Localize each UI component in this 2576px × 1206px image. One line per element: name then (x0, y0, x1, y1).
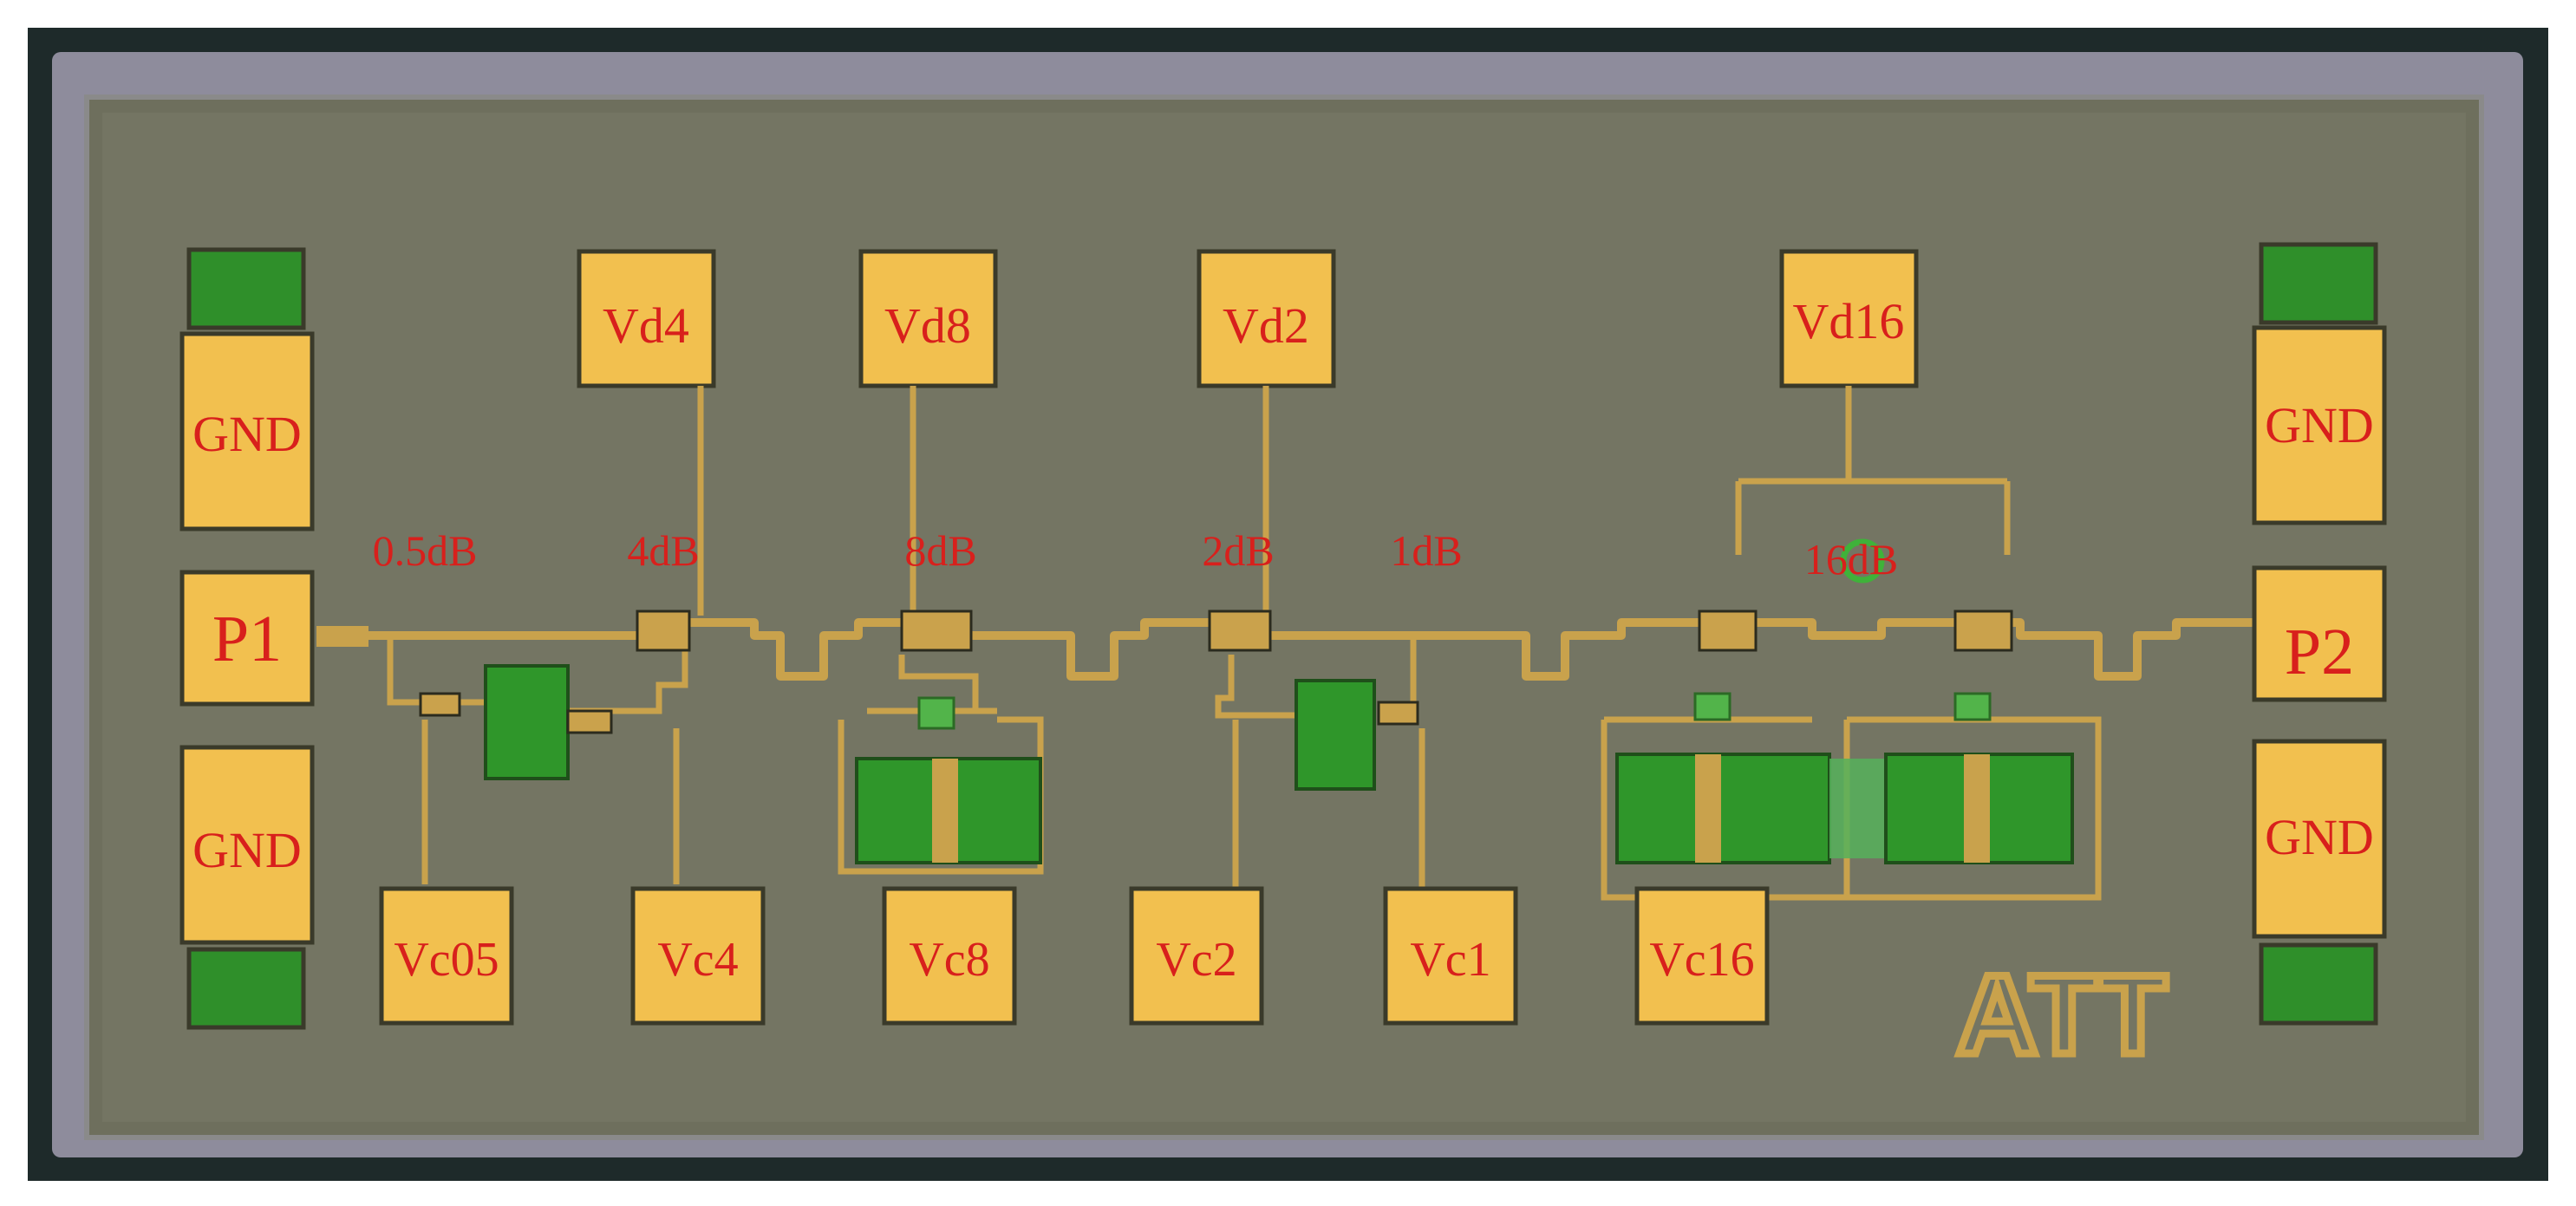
vd4-label: Vd4 (603, 297, 689, 354)
fet-8db-series (900, 610, 973, 652)
vc8-pad[interactable] (882, 886, 1017, 1026)
vd8-label: Vd8 (884, 297, 971, 354)
vc2-pad[interactable] (1129, 886, 1264, 1026)
vc2-label: Vc2 (1156, 933, 1236, 987)
stage-label-16db: 16dB (1804, 535, 1898, 583)
port-p2-pad[interactable] (2252, 565, 2387, 702)
vd2-pad[interactable] (1197, 249, 1336, 388)
spiral-inductor (1840, 538, 1885, 583)
fet-4db-shunt (566, 709, 613, 734)
gnd-pad-right-top[interactable] (2252, 325, 2387, 525)
gnd-via-left-top (186, 247, 306, 330)
vd16-pad[interactable] (1779, 249, 1919, 388)
att-logo: ATT (1956, 951, 2167, 1078)
vd2-label: Vd2 (1223, 297, 1309, 354)
port-p1-label: P1 (212, 603, 282, 675)
fet-05db (419, 692, 461, 717)
vc4-pad[interactable] (630, 886, 766, 1026)
gnd-label-left-top: GND (192, 406, 302, 462)
stage-label-1db: 1dB (1390, 526, 1462, 575)
fet-16db-series-right (1953, 610, 2013, 652)
gnd-via-right-bottom (2259, 942, 2378, 1026)
port-p1-pad[interactable] (179, 570, 315, 707)
gnd-label-right-bottom: GND (2265, 809, 2374, 865)
stage-8db (838, 610, 1044, 875)
stage-label-8db: 8dB (904, 526, 976, 575)
gnd-pad-right-bottom[interactable] (2252, 739, 2387, 939)
vd4-pad[interactable] (577, 249, 716, 388)
stage-label-2db: 2dB (1202, 526, 1274, 575)
vd16-label: Vd16 (1793, 293, 1905, 349)
gnd-via-right-top (2259, 242, 2378, 325)
vd16-trace (1735, 386, 2011, 555)
vc8-label: Vc8 (909, 933, 989, 987)
vc1-pad[interactable] (1383, 886, 1518, 1026)
port-p2-label: P2 (2285, 616, 2354, 688)
stage-label-4db: 4dB (627, 526, 699, 575)
vc05-label: Vc05 (394, 933, 499, 987)
vc4-label: Vc4 (657, 933, 738, 987)
stage-05-4 (387, 610, 691, 884)
resistor-16db-left (1615, 753, 1831, 864)
vc16-pad[interactable] (1634, 886, 1770, 1026)
fet-16db-series-left (1698, 610, 1758, 652)
resistor-05db (484, 664, 570, 780)
resistor-2db-1db (1295, 679, 1376, 791)
stage-label-05db: 0.5dB (373, 526, 478, 575)
gnd-label-right-top: GND (2265, 397, 2374, 453)
stage-2-1 (1208, 610, 1425, 889)
fet-1db (1377, 701, 1419, 726)
vc16-label: Vc16 (1649, 933, 1754, 987)
vd8-pad[interactable] (858, 249, 998, 388)
gnd-label-left-bottom: GND (192, 822, 302, 878)
fet-2db-series (1208, 610, 1272, 652)
vc1-label: Vc1 (1410, 933, 1490, 987)
gnd-pad-left-bottom[interactable] (179, 745, 315, 945)
fet-4db-series (636, 610, 691, 652)
stage-16db (1601, 538, 2102, 901)
gnd-via-left-bottom (186, 947, 306, 1030)
gnd-pad-left-top[interactable] (179, 331, 315, 531)
vc05-pad[interactable] (379, 886, 514, 1026)
